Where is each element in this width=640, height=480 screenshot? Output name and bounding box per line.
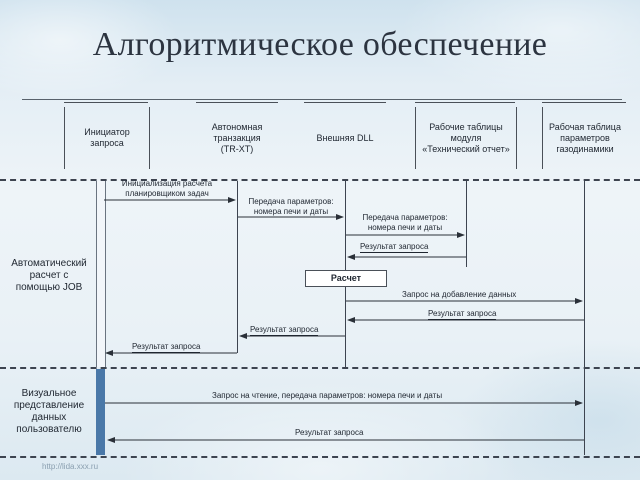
autonomous-transaction-lifeline	[237, 181, 238, 353]
col-top-rule	[542, 102, 626, 103]
initiator-lifeline-active	[96, 369, 105, 455]
message-read-request: Запрос на чтение, передача параметров: н…	[212, 391, 443, 400]
message-init: Инициализация расчета планировщиком зада…	[121, 179, 213, 198]
message-result-3: Результат запроса	[250, 325, 319, 336]
message-result-1: Результат запроса	[360, 242, 429, 253]
gas-dynamics-lifeline	[584, 369, 585, 455]
calculation-box: Расчет	[305, 270, 387, 287]
message-add-data: Запрос на добавление данных	[402, 290, 517, 299]
col-top-rule	[64, 102, 148, 103]
header-rule	[22, 99, 622, 100]
column-header-autonomous-transaction: Автономная транзакция (TR-XT)	[211, 121, 263, 154]
initiator-lifeline	[96, 181, 106, 367]
column-header-gas-dynamics: Рабочая таблица параметров газодинамики	[542, 107, 627, 169]
col-top-rule	[196, 102, 278, 103]
message-result-5: Результат запроса	[295, 428, 364, 437]
col-top-rule	[415, 102, 515, 103]
section-separator	[0, 179, 640, 181]
message-pass-params-2: Передача параметров: номера печи и даты	[362, 213, 448, 232]
message-pass-params-1: Передача параметров: номера печи и даты	[248, 197, 334, 216]
section-separator	[0, 367, 640, 369]
slide-title: Алгоритмическое обеспечение	[92, 26, 548, 63]
column-header-work-tables: Рабочие таблицы модуля «Технический отче…	[415, 107, 517, 169]
section-label-visual: Визуальное представление данных пользова…	[13, 388, 85, 435]
col-top-rule	[304, 102, 386, 103]
message-result-4: Результат запроса	[132, 342, 201, 353]
work-tables-lifeline	[466, 181, 467, 267]
section-separator	[0, 456, 640, 458]
message-result-2: Результат запроса	[428, 309, 497, 320]
section-label-auto: Автоматический расчет с помощью JOB	[11, 258, 87, 293]
column-header-external-dll: Внешняя DLL	[316, 132, 374, 143]
gas-dynamics-lifeline	[584, 181, 585, 367]
column-header-initiator: Инициатор запроса	[64, 107, 150, 169]
footer-url: http://lida.xxx.ru	[42, 462, 99, 471]
